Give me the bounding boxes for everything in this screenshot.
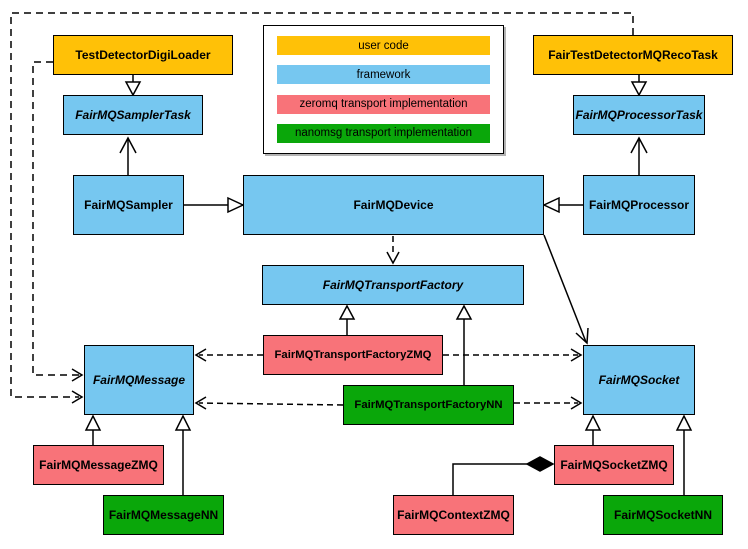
node-fairmqmessagenn: FairMQMessageNN [103, 495, 224, 535]
legend-item-nanomsg: nanomsg transport implementation [277, 123, 490, 143]
node-fairmqmessagezmq: FairMQMessageZMQ [33, 445, 164, 485]
edge-recotask-inherits-processortask [630, 75, 648, 97]
node-fairmqsocketzmq: FairMQSocketZMQ [554, 445, 674, 485]
edge-device-to-transportfactory-dashed [386, 236, 400, 265]
edge-sampler-inherits-device [184, 196, 245, 214]
node-fairmqtransportfactoryzmq: FairMQTransportFactoryZMQ [263, 335, 443, 375]
node-fairmqmessage: FairMQMessage [84, 345, 194, 415]
edge-recotask-to-message-dashed [10, 12, 634, 404]
edge-digiloader-to-message-dashed [32, 61, 84, 382]
edge-socketzmq-inherits-socket [584, 414, 602, 445]
node-fairmqsocket: FairMQSocket [583, 345, 695, 415]
node-fairmqsamplertask: FairMQSamplerTask [63, 95, 203, 135]
edge-factoryzmq-to-socket-dashed [443, 348, 583, 362]
edge-device-to-socket [543, 234, 589, 345]
node-fairmqsampler: FairMQSampler [73, 175, 184, 235]
node-fairmqcontextzmq: FairMQContextZMQ [393, 495, 514, 535]
node-fairmqprocessortask: FairMQProcessorTask [573, 95, 705, 135]
node-fairmqtransportfactorynn: FairMQTransportFactoryNN [343, 385, 514, 425]
legend-item-zeromq: zeromq transport implementation [277, 94, 490, 114]
edge-factorynn-inherits-transportfactory [455, 304, 473, 385]
edge-contextzmq-composition-socketzmq [452, 456, 555, 495]
legend: user code framework zeromq transport imp… [263, 25, 504, 154]
edge-factoryzmq-to-message-dashed [194, 348, 263, 362]
legend-item-user-code: user code [277, 36, 490, 55]
edge-socketnn-inherits-socket [675, 414, 693, 495]
legend-item-framework: framework [277, 65, 490, 85]
node-fairtestdetectormqrecotask: FairTestDetectorMQRecoTask [533, 35, 733, 75]
edge-factorynn-to-socket-dashed [514, 396, 583, 410]
node-testdetectordigiloader: TestDetectorDigiLoader [53, 35, 233, 75]
edge-factorynn-to-message-dashed [194, 396, 344, 410]
node-fairmqtransportfactory: FairMQTransportFactory [262, 265, 524, 305]
edge-sampler-to-samplertask [119, 136, 137, 175]
node-fairmqprocessor: FairMQProcessor [583, 175, 695, 235]
edge-messagenn-inherits-message [174, 414, 192, 495]
edge-factoryzmq-inherits-transportfactory [338, 304, 356, 335]
node-fairmqsocketnn: FairMQSocketNN [603, 495, 723, 535]
node-fairmqdevice: FairMQDevice [243, 175, 544, 235]
edge-processor-to-processortask [630, 136, 648, 175]
edge-messagezmq-inherits-message [84, 414, 102, 445]
edge-digiloader-inherits-samplertask [124, 75, 142, 97]
edge-processor-inherits-device [542, 196, 583, 214]
